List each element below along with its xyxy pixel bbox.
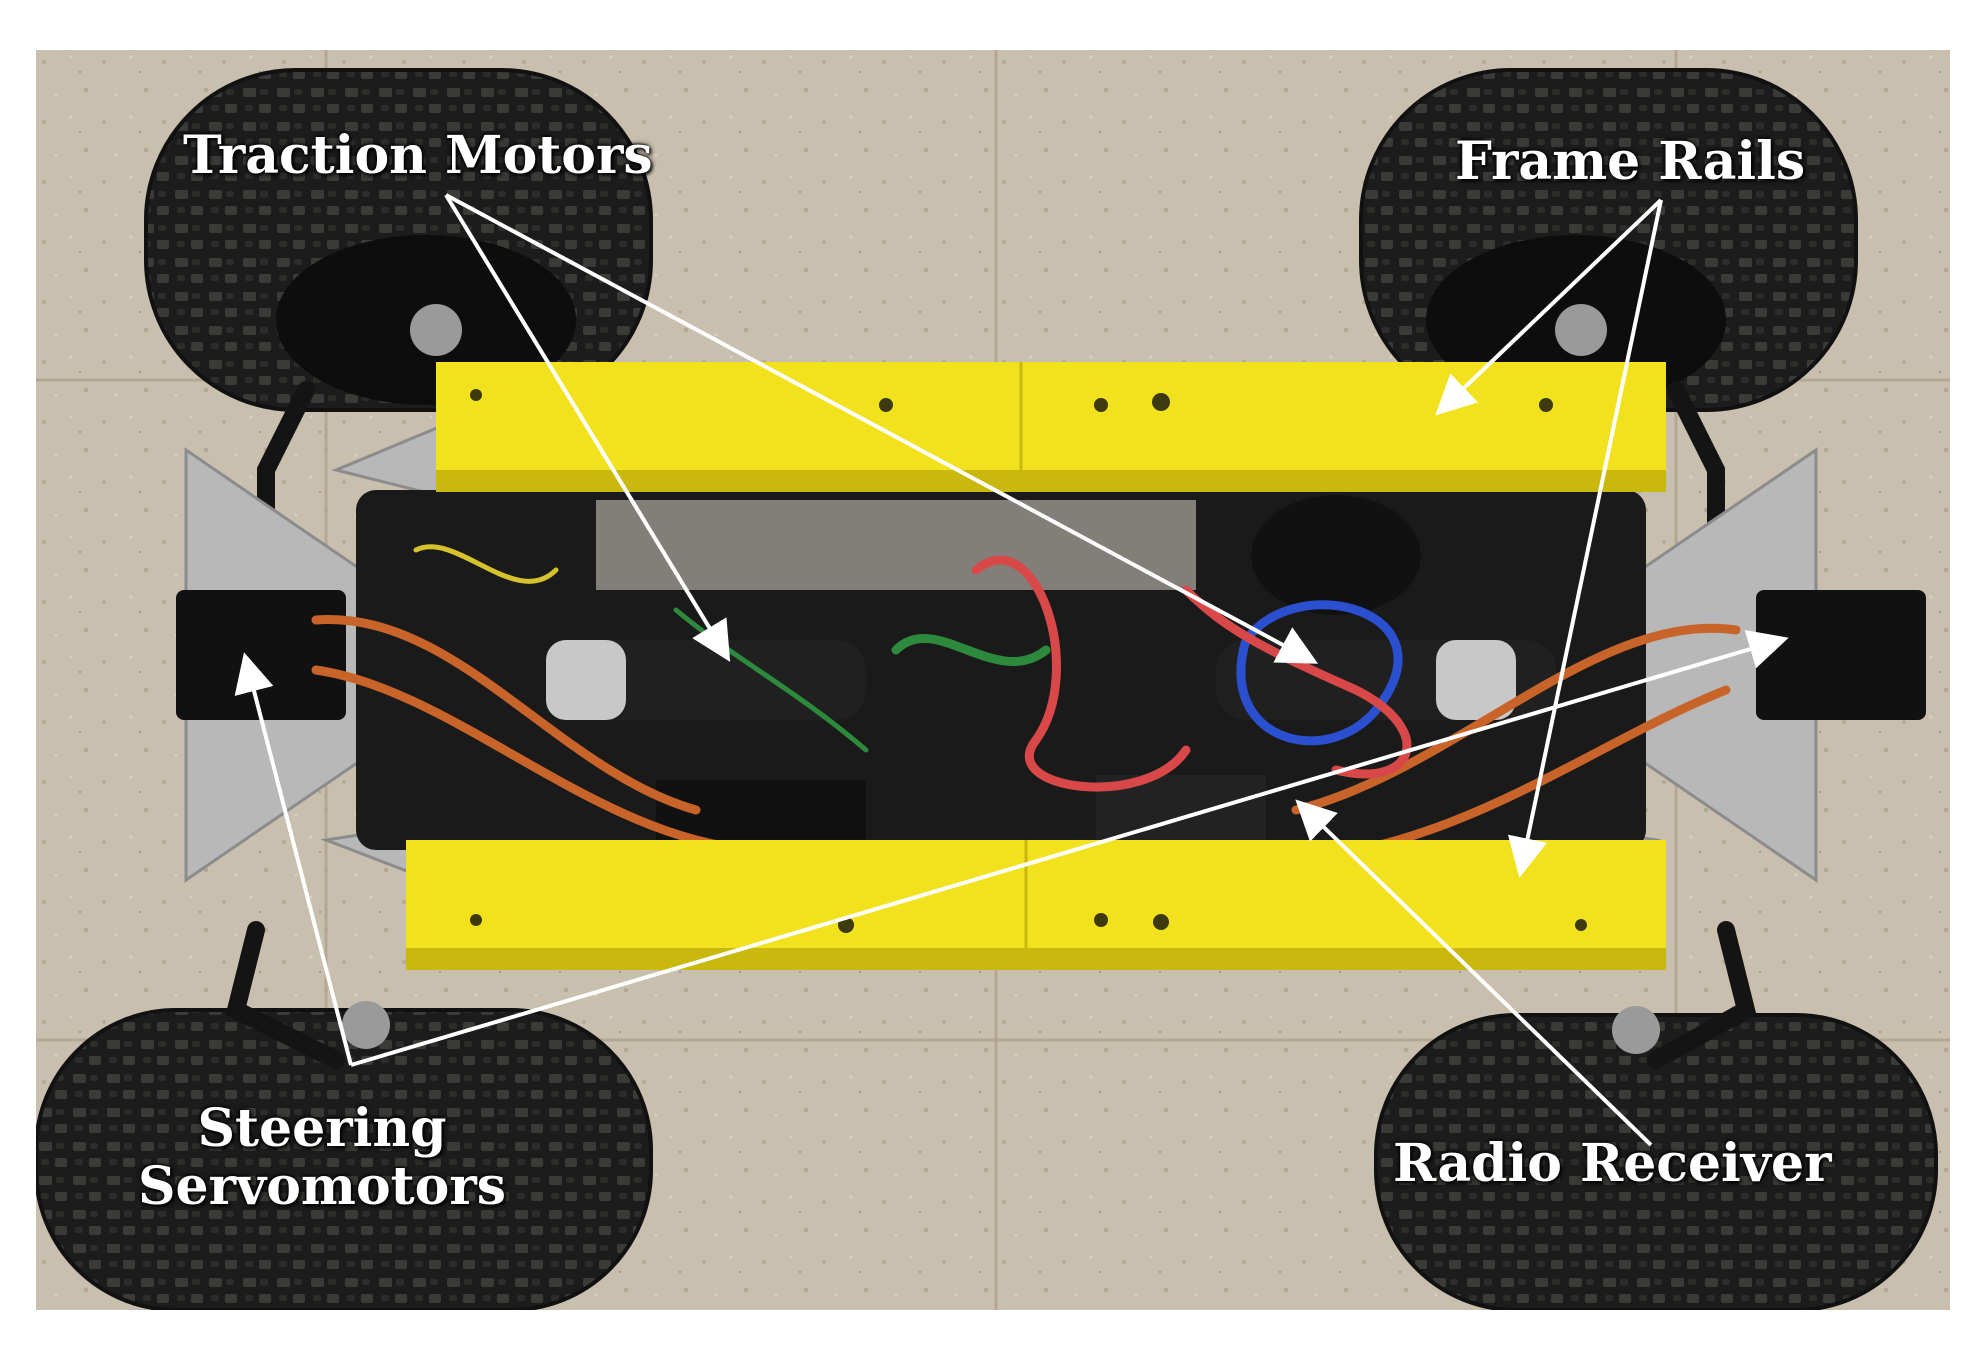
label-steering-line1: Steering	[197, 1098, 447, 1159]
arrow-frame-bottom	[1507, 199, 1663, 878]
annotation-arrows	[234, 193, 1789, 1147]
label-traction-motors: Traction Motors	[183, 125, 653, 186]
wheel-front-left	[144, 68, 653, 412]
label-steering-servomotors: Steering Servomotors	[138, 1098, 507, 1218]
arrow-traction-right	[445, 193, 1319, 664]
wheel-rear-left	[36, 1001, 653, 1310]
arrow-radio	[1295, 799, 1653, 1147]
arrow-frame-top	[1435, 198, 1663, 416]
robot-photo	[36, 50, 1950, 1310]
label-radio-receiver: Radio Receiver	[1393, 1133, 1832, 1194]
label-steering-line2: Servomotors	[138, 1156, 507, 1218]
arrow-traction-left	[444, 193, 731, 662]
wheel-rear-right	[1374, 1006, 1938, 1310]
aluminum-brackets	[184, 417, 1818, 893]
traction-motor-left	[546, 640, 866, 720]
frame-rail-top	[436, 362, 1666, 492]
wiring	[311, 544, 1741, 866]
wheel-front-right	[1359, 68, 1858, 412]
arrow-steering-right	[350, 629, 1789, 1067]
label-frame-rails: Frame Rails	[1455, 131, 1806, 192]
arrow-steering-left	[234, 652, 353, 1066]
battery	[1251, 495, 1421, 615]
